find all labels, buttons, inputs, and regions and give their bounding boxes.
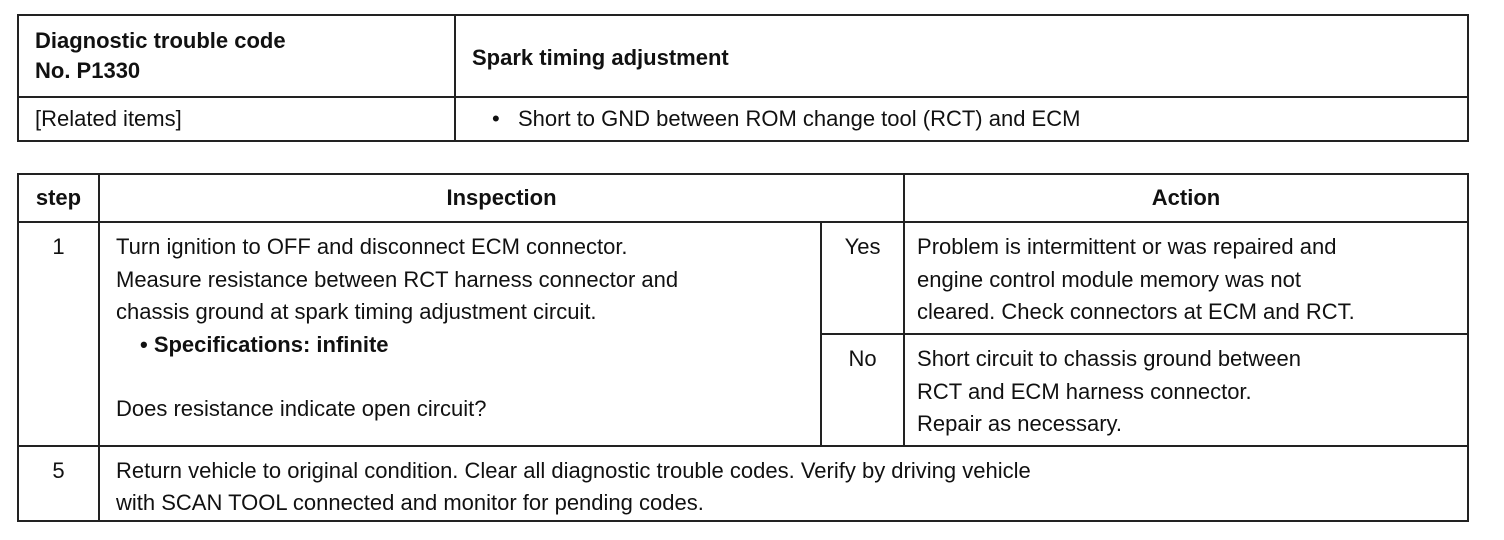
inspection-question: Does resistance indicate open circuit?: [116, 396, 487, 421]
action-line: Short circuit to chassis ground between: [917, 346, 1301, 371]
action-line: cleared. Check connectors at ECM and RCT…: [917, 299, 1355, 324]
yes-label: Yes: [819, 221, 906, 335]
steps-table: step Inspection Action 1 Turn ignition t…: [17, 173, 1470, 522]
inspection-line: Turn ignition to OFF and disconnect ECM …: [116, 234, 628, 259]
action-line: engine control module memory was not: [917, 266, 1301, 292]
related-items-label: [Related items]: [17, 96, 456, 142]
spacer: [116, 361, 814, 393]
dtc-label-cell: Diagnostic trouble code No. P1330: [17, 14, 456, 98]
action-header: Action: [903, 173, 1470, 223]
no-action: Short circuit to chassis ground between …: [903, 333, 1470, 447]
dtc-number: No. P1330: [35, 58, 141, 83]
inspection-header: Inspection: [97, 173, 906, 223]
dtc-title: Spark timing adjustment: [454, 14, 1469, 98]
related-items-cell: • Short to GND between ROM change tool (R…: [454, 96, 1469, 142]
step-5-number: 5: [17, 444, 100, 522]
bullet-icon: •: [492, 106, 500, 131]
yes-action: Problem is intermittent or was repaired …: [903, 221, 1470, 335]
instruction-line: with SCAN TOOL connected and monitor for…: [116, 490, 704, 515]
inspection-line: chassis ground at spark timing adjustmen…: [116, 299, 597, 324]
step-1-inspection: Turn ignition to OFF and disconnect ECM …: [98, 221, 822, 447]
step-5-instructions: Return vehicle to original condition. Cl…: [97, 444, 1470, 522]
action-line: Repair as necessary.: [917, 411, 1123, 436]
action-line: RCT and ECM harness connector.: [917, 378, 1252, 404]
specification: • Specifications: infinite: [140, 331, 389, 357]
dtc-label: Diagnostic trouble code: [35, 28, 286, 53]
no-label: No: [819, 333, 906, 447]
step-1-number: 1: [17, 221, 100, 447]
dtc-header-table: Diagnostic trouble code No. P1330 Spark …: [17, 14, 1469, 142]
step-header: step: [17, 173, 100, 223]
instruction-line: Return vehicle to original condition. Cl…: [116, 457, 1031, 483]
inspection-line: Measure resistance between RCT harness c…: [116, 266, 679, 292]
action-line: Problem is intermittent or was repaired …: [917, 234, 1337, 259]
related-item: Short to GND between ROM change tool (RC…: [518, 106, 1081, 131]
